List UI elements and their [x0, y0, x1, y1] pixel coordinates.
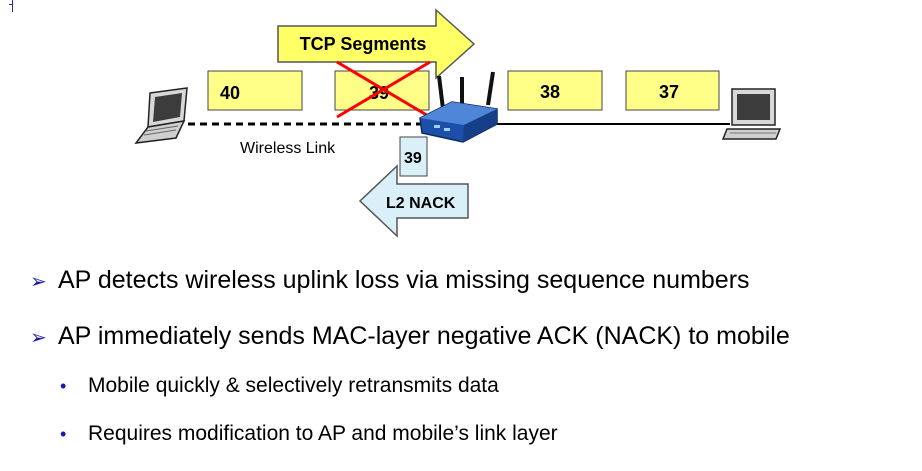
segment-37: 37	[625, 70, 720, 111]
segment-label: 38	[540, 82, 560, 102]
tcp-segments-label: TCP Segments	[300, 34, 427, 54]
segment-label: 37	[659, 82, 679, 102]
router-icon	[419, 71, 498, 143]
slide-corner-mark	[9, 0, 13, 12]
tcp-segments-arrow: TCP Segments	[277, 8, 476, 80]
retransmit-label: 39	[404, 150, 422, 167]
segment-label: 40	[220, 83, 240, 103]
segment-40: 40	[207, 70, 303, 111]
segment-38: 38	[507, 70, 603, 111]
laptop-icon	[134, 87, 188, 144]
segment-39-lost: 39	[334, 60, 431, 119]
l2-nack-label: L2 NACK	[386, 195, 456, 212]
l2-nack-arrow: L2 NACK	[358, 164, 469, 238]
retransmit-segment-39: 39	[399, 136, 428, 177]
wireless-link-label: Wireless Link	[240, 140, 336, 157]
computer-icon	[721, 88, 782, 140]
